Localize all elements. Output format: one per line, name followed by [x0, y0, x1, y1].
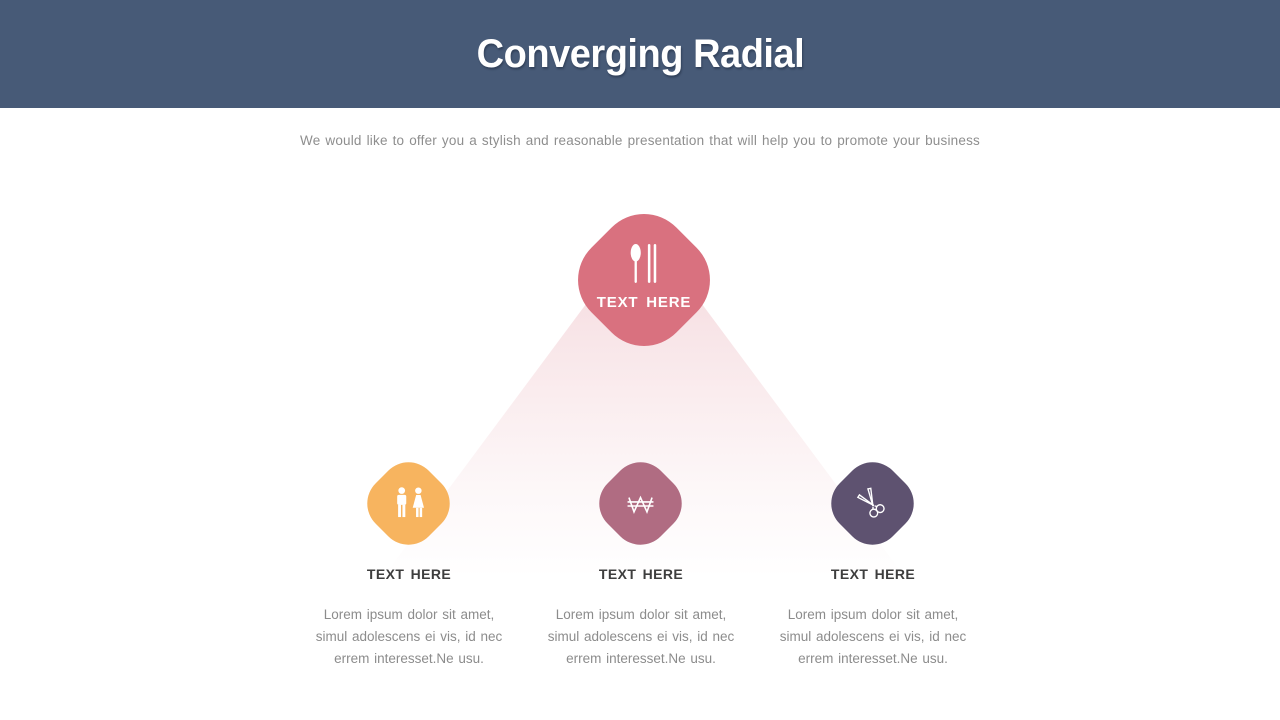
node-label: TEXT HERE: [598, 566, 684, 582]
page-title: Converging Radial: [476, 31, 804, 76]
body-line: errem interesset.Ne usu.: [566, 651, 716, 666]
body-line: simul adolescens ei vis, id nec: [779, 629, 967, 644]
slide-header: Converging Radial: [0, 0, 1280, 108]
node-body: Lorem ipsum dolor sit amet, simul adoles…: [299, 604, 519, 670]
node-text-block: TEXT HERE Lorem ipsum dolor sit amet, si…: [299, 566, 519, 670]
body-line: errem interesset.Ne usu.: [798, 651, 948, 666]
spoon-and-chopsticks-icon: [630, 244, 657, 283]
body-line: simul adolescens ei vis, id nec: [547, 629, 735, 644]
body-line: Lorem ipsum dolor sit amet,: [555, 607, 727, 622]
hub-label: TEXT HERE: [596, 294, 692, 311]
man-and-woman-icon: [397, 487, 425, 518]
node-label: TEXT HERE: [830, 566, 916, 582]
scissors-icon: [856, 487, 885, 518]
won-currency-icon: [627, 495, 654, 515]
node-body: Lorem ipsum dolor sit amet, simul adoles…: [531, 604, 751, 670]
body-line: errem interesset.Ne usu.: [334, 651, 484, 666]
node-text-block: TEXT HERE Lorem ipsum dolor sit amet, si…: [531, 566, 751, 670]
node-body: Lorem ipsum dolor sit amet, simul adoles…: [763, 604, 983, 670]
body-line: Lorem ipsum dolor sit amet,: [787, 607, 959, 622]
slide-subtitle: We would like to offer you a stylish and…: [300, 133, 980, 148]
node-text-block: TEXT HERE Lorem ipsum dolor sit amet, si…: [763, 566, 983, 670]
body-line: simul adolescens ei vis, id nec: [315, 629, 503, 644]
node-label: TEXT HERE: [366, 566, 452, 582]
body-line: Lorem ipsum dolor sit amet,: [323, 607, 495, 622]
